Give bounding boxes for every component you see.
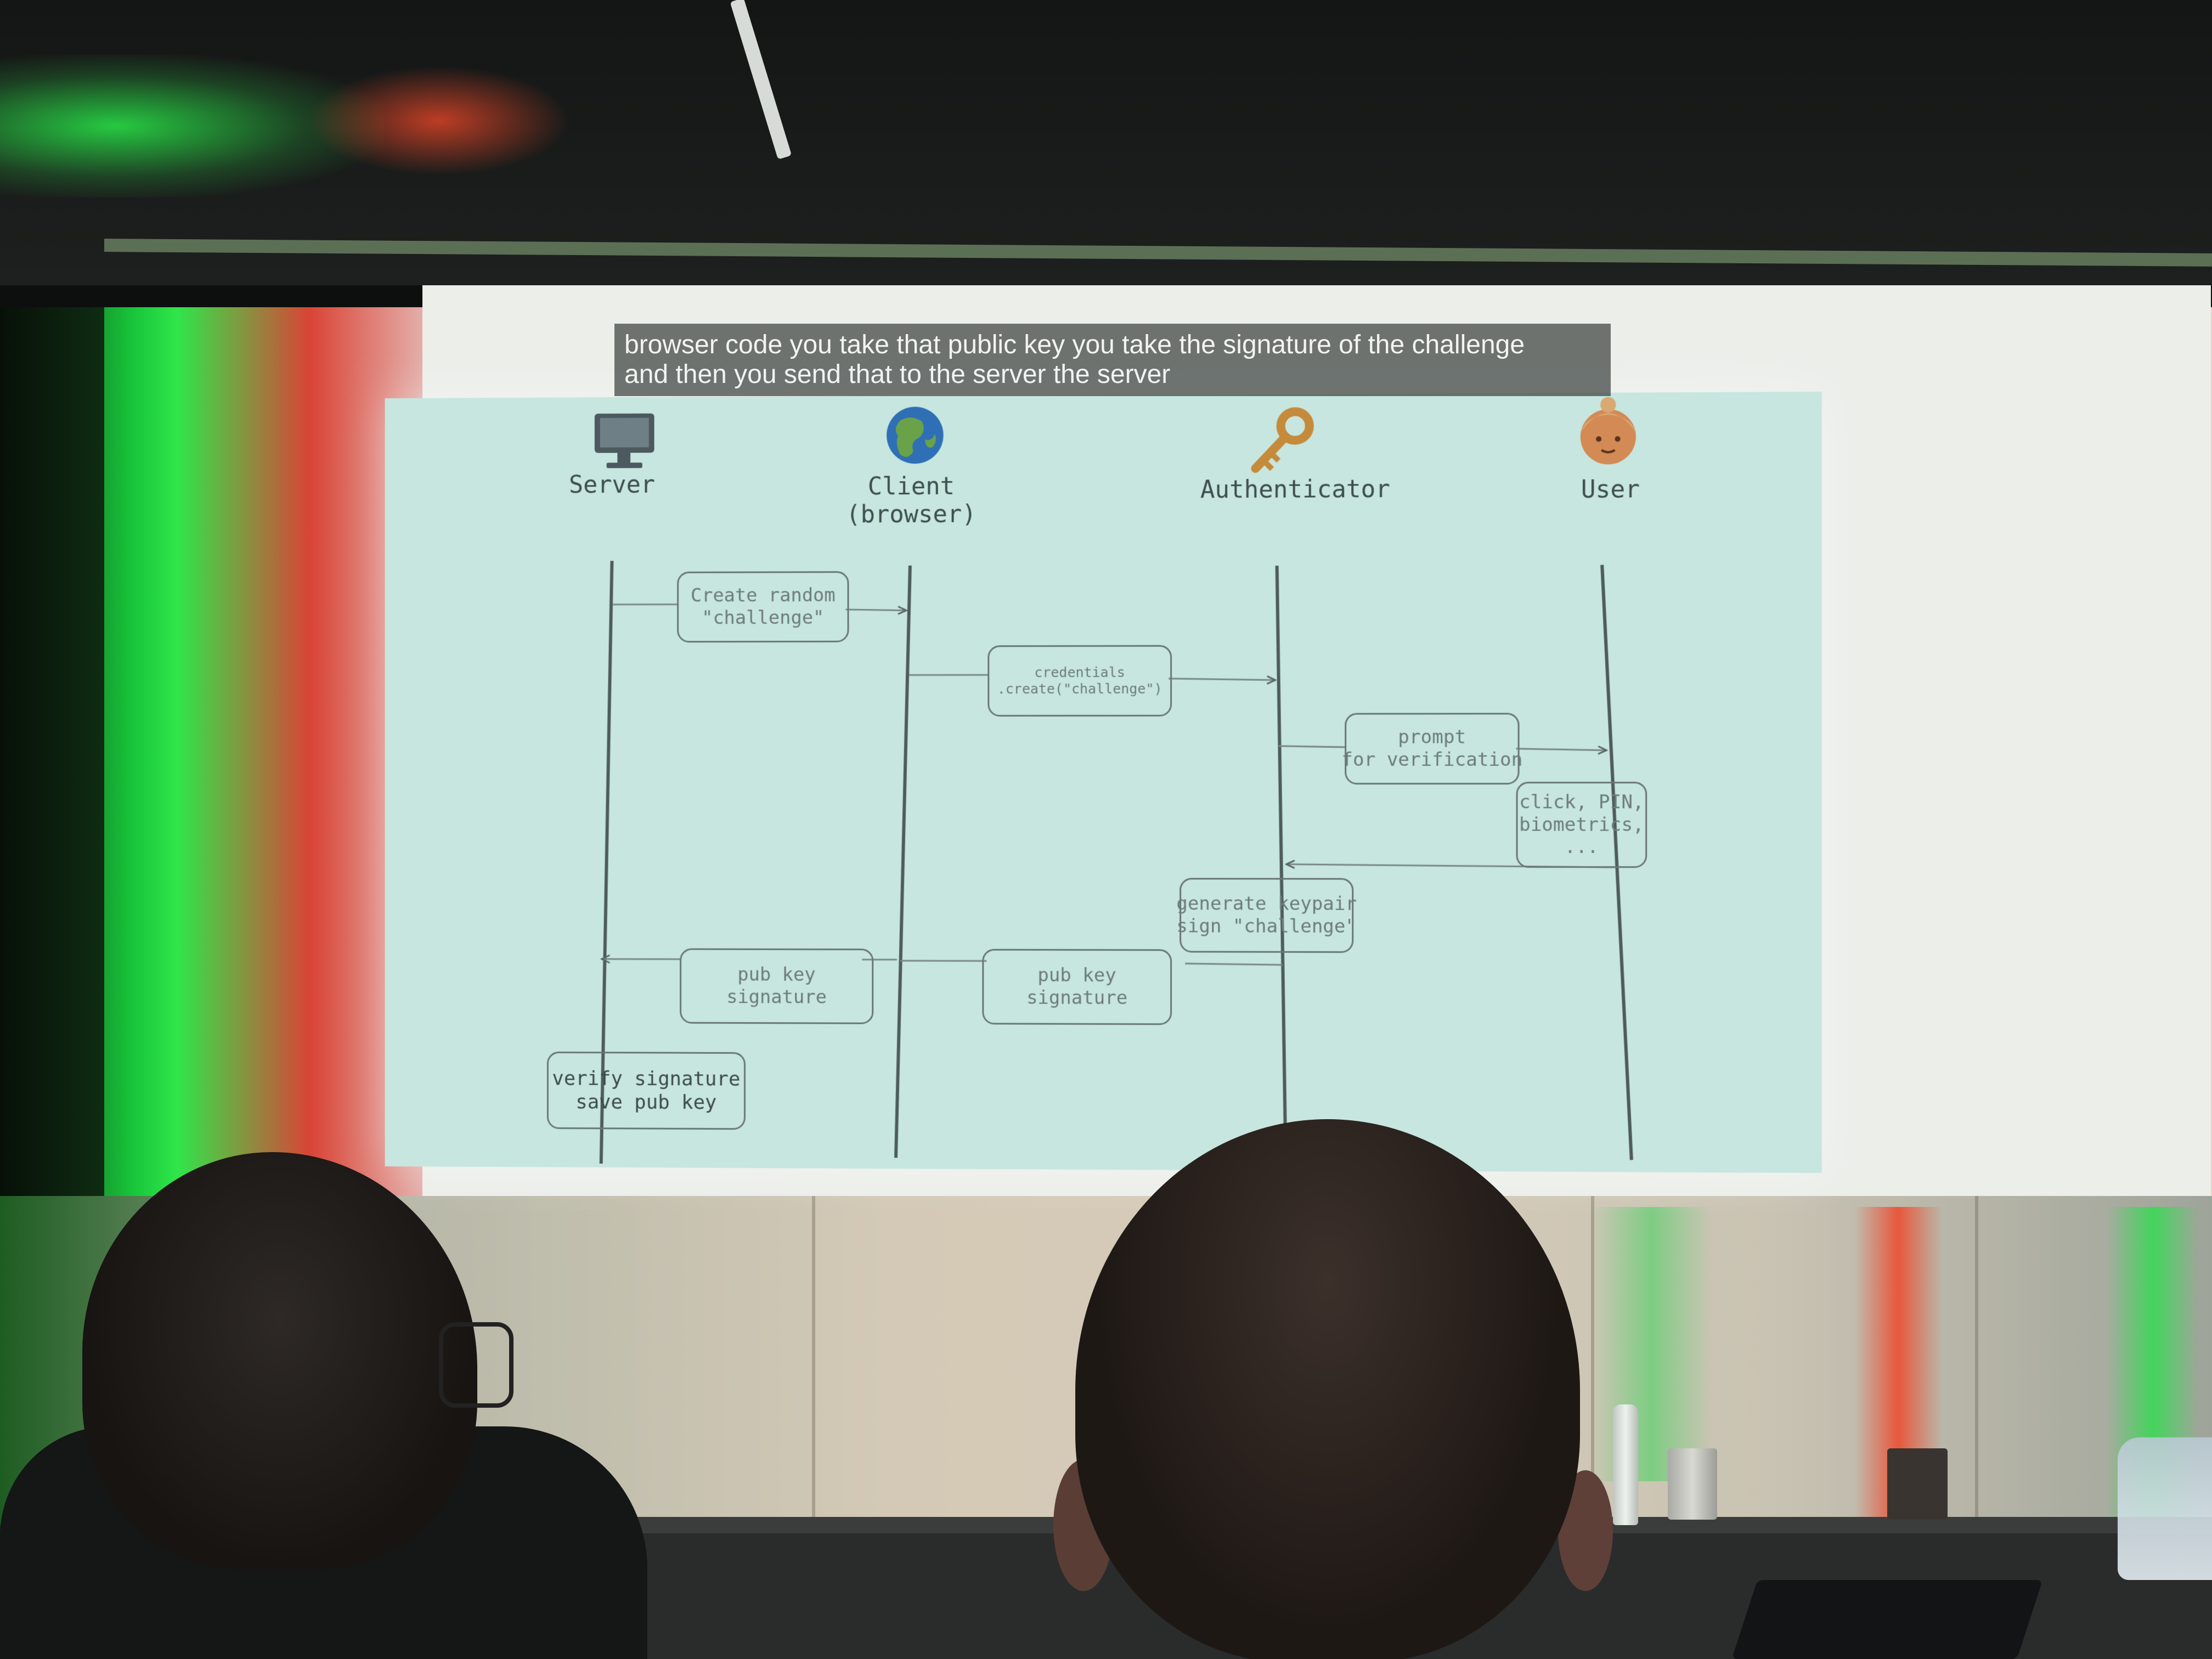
step-line: .create("challenge") bbox=[997, 680, 1163, 697]
actor-client: Client (browser) bbox=[840, 472, 983, 529]
sequence-lines bbox=[385, 392, 1822, 1173]
actor-authenticator: Authenticator bbox=[1200, 475, 1390, 504]
step-create-challenge: Create random "challenge" bbox=[677, 571, 849, 643]
arrow-prompt bbox=[1516, 749, 1606, 751]
step-line: "challenge" bbox=[702, 607, 825, 629]
panel-seam bbox=[1975, 1196, 1978, 1580]
step-generate-keypair: generate keypair sign "challenge" bbox=[1176, 878, 1357, 953]
step-line: for verification bbox=[1341, 748, 1523, 771]
caption-line: and then you send that to the server the… bbox=[624, 360, 1171, 389]
step-prompt: prompt for verification bbox=[1341, 713, 1522, 785]
live-caption: browser code you take that public key yo… bbox=[614, 324, 1611, 396]
step-credentials-create: credentials .create("challenge") bbox=[988, 645, 1172, 717]
step-line: verify signature bbox=[552, 1067, 741, 1091]
arrow-credentials bbox=[1169, 679, 1275, 680]
client-lifeline bbox=[896, 566, 910, 1158]
step-verify: verify signature save pub key bbox=[546, 1051, 746, 1130]
step-line: credentials bbox=[1034, 664, 1125, 681]
arrow-segment bbox=[1279, 746, 1345, 747]
arrow-challenge bbox=[846, 610, 906, 611]
caption-line: browser code you take that public key yo… bbox=[624, 330, 1525, 359]
key-icon bbox=[1255, 411, 1309, 469]
step-line: sign "challenge" bbox=[1176, 915, 1357, 938]
step-line: generate keypair bbox=[1176, 893, 1357, 915]
audience-head-right bbox=[1075, 1119, 1580, 1659]
actor-server: Server bbox=[568, 471, 656, 499]
glasses bbox=[439, 1322, 514, 1408]
actor-client-sublabel: (browser) bbox=[846, 500, 977, 529]
step-user-action: click, PIN, biometrics, ... bbox=[1516, 781, 1647, 868]
step-client-return: pub key signature bbox=[982, 949, 1172, 1025]
step-line: click, PIN, bbox=[1519, 791, 1644, 814]
step-line: biometrics, bbox=[1519, 813, 1644, 836]
panel-seam bbox=[812, 1196, 815, 1580]
step-line: prompt bbox=[1398, 726, 1466, 748]
step-server-receive: pub key signature bbox=[680, 948, 874, 1024]
red-light bbox=[307, 66, 571, 176]
cup bbox=[1668, 1448, 1717, 1520]
person-icon bbox=[1580, 397, 1636, 465]
stage-monitor bbox=[1731, 1580, 2043, 1659]
slide: Server Client (browser) Authenticator Us… bbox=[385, 392, 1822, 1173]
audience-head-left bbox=[82, 1152, 477, 1569]
stage-box bbox=[1887, 1448, 1948, 1520]
step-line: ... bbox=[1564, 836, 1599, 859]
computer-icon bbox=[594, 413, 654, 469]
authenticator-lifeline bbox=[1277, 566, 1285, 1128]
actor-client-label: Client bbox=[867, 472, 955, 501]
actor-user: User bbox=[1581, 475, 1640, 504]
green-uplight bbox=[1591, 1207, 1712, 1481]
step-line: signature bbox=[726, 986, 827, 1008]
bottle-pack bbox=[2118, 1437, 2212, 1580]
water-bottle bbox=[1613, 1404, 1638, 1525]
step-line: signature bbox=[1026, 986, 1128, 1009]
step-line: pub key bbox=[737, 963, 816, 986]
arrow-segment bbox=[1185, 963, 1283, 964]
step-line: Create random bbox=[690, 584, 836, 607]
step-line: save pub key bbox=[575, 1091, 717, 1114]
globe-icon bbox=[887, 407, 944, 464]
step-line: pub key bbox=[1037, 964, 1116, 987]
